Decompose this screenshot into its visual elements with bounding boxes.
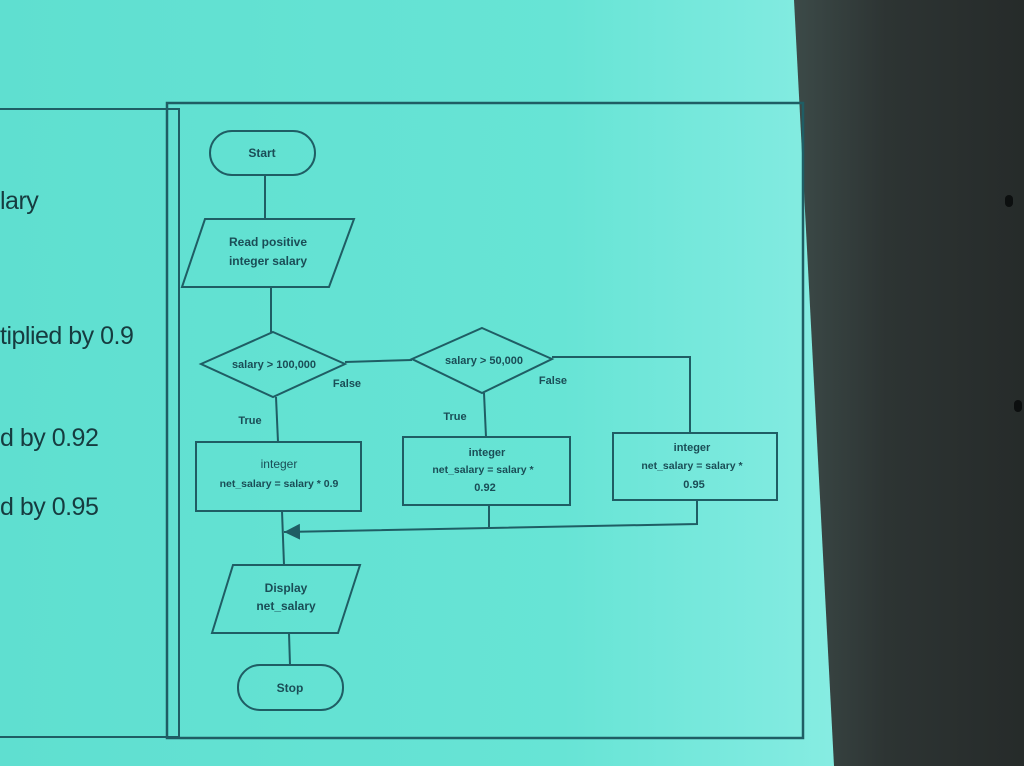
calc3-factor-label: 0.95 — [683, 479, 704, 491]
left-text-line: d by 0.92 — [0, 424, 99, 452]
calc1-formula-label: net_salary = salary * 0.9 — [220, 478, 339, 490]
decision1-true-label: True — [238, 415, 261, 427]
wall-mark — [1014, 400, 1022, 412]
calc-box-0-9 — [195, 441, 362, 512]
decision2-label: salary > 50,000 — [445, 355, 523, 367]
left-text-line: d by 0.95 — [0, 493, 99, 521]
display-label: Display — [265, 581, 308, 595]
wall-mark — [1005, 195, 1013, 207]
display-label: net_salary — [256, 599, 316, 613]
calc1-type-label: integer — [261, 457, 298, 471]
decision1-label: salary > 100,000 — [232, 359, 316, 371]
read-input-label: Read positive — [229, 235, 307, 249]
calc2-type-label: integer — [469, 447, 506, 459]
room-wall — [794, 0, 1024, 766]
left-text-line: lary — [0, 187, 39, 215]
flowchart-frame — [165, 101, 805, 740]
start-label: Start — [248, 146, 275, 160]
read-input-parallelogram — [180, 218, 356, 288]
decision2-true-label: True — [443, 411, 466, 423]
calc3-formula-label: net_salary = salary * — [641, 460, 743, 472]
decision-salary-100000 — [198, 330, 348, 399]
decision2-false-label: False — [539, 375, 567, 387]
decision-salary-50000 — [409, 326, 555, 395]
stop-label: Stop — [277, 681, 304, 695]
calc2-formula-label: net_salary = salary * — [432, 464, 534, 476]
calc-box-0-95 — [612, 432, 778, 501]
start-terminal — [209, 130, 316, 176]
stop-terminal — [237, 664, 344, 711]
display-parallelogram — [210, 564, 362, 634]
calc2-factor-label: 0.92 — [474, 482, 495, 494]
decision1-false-label: False — [333, 378, 361, 390]
calc3-type-label: integer — [674, 442, 711, 454]
read-input-label: integer salary — [229, 254, 307, 268]
calc-box-0-92 — [402, 436, 571, 506]
left-text-panel — [0, 108, 180, 738]
left-text-line: tiplied by 0.9 — [0, 322, 134, 350]
